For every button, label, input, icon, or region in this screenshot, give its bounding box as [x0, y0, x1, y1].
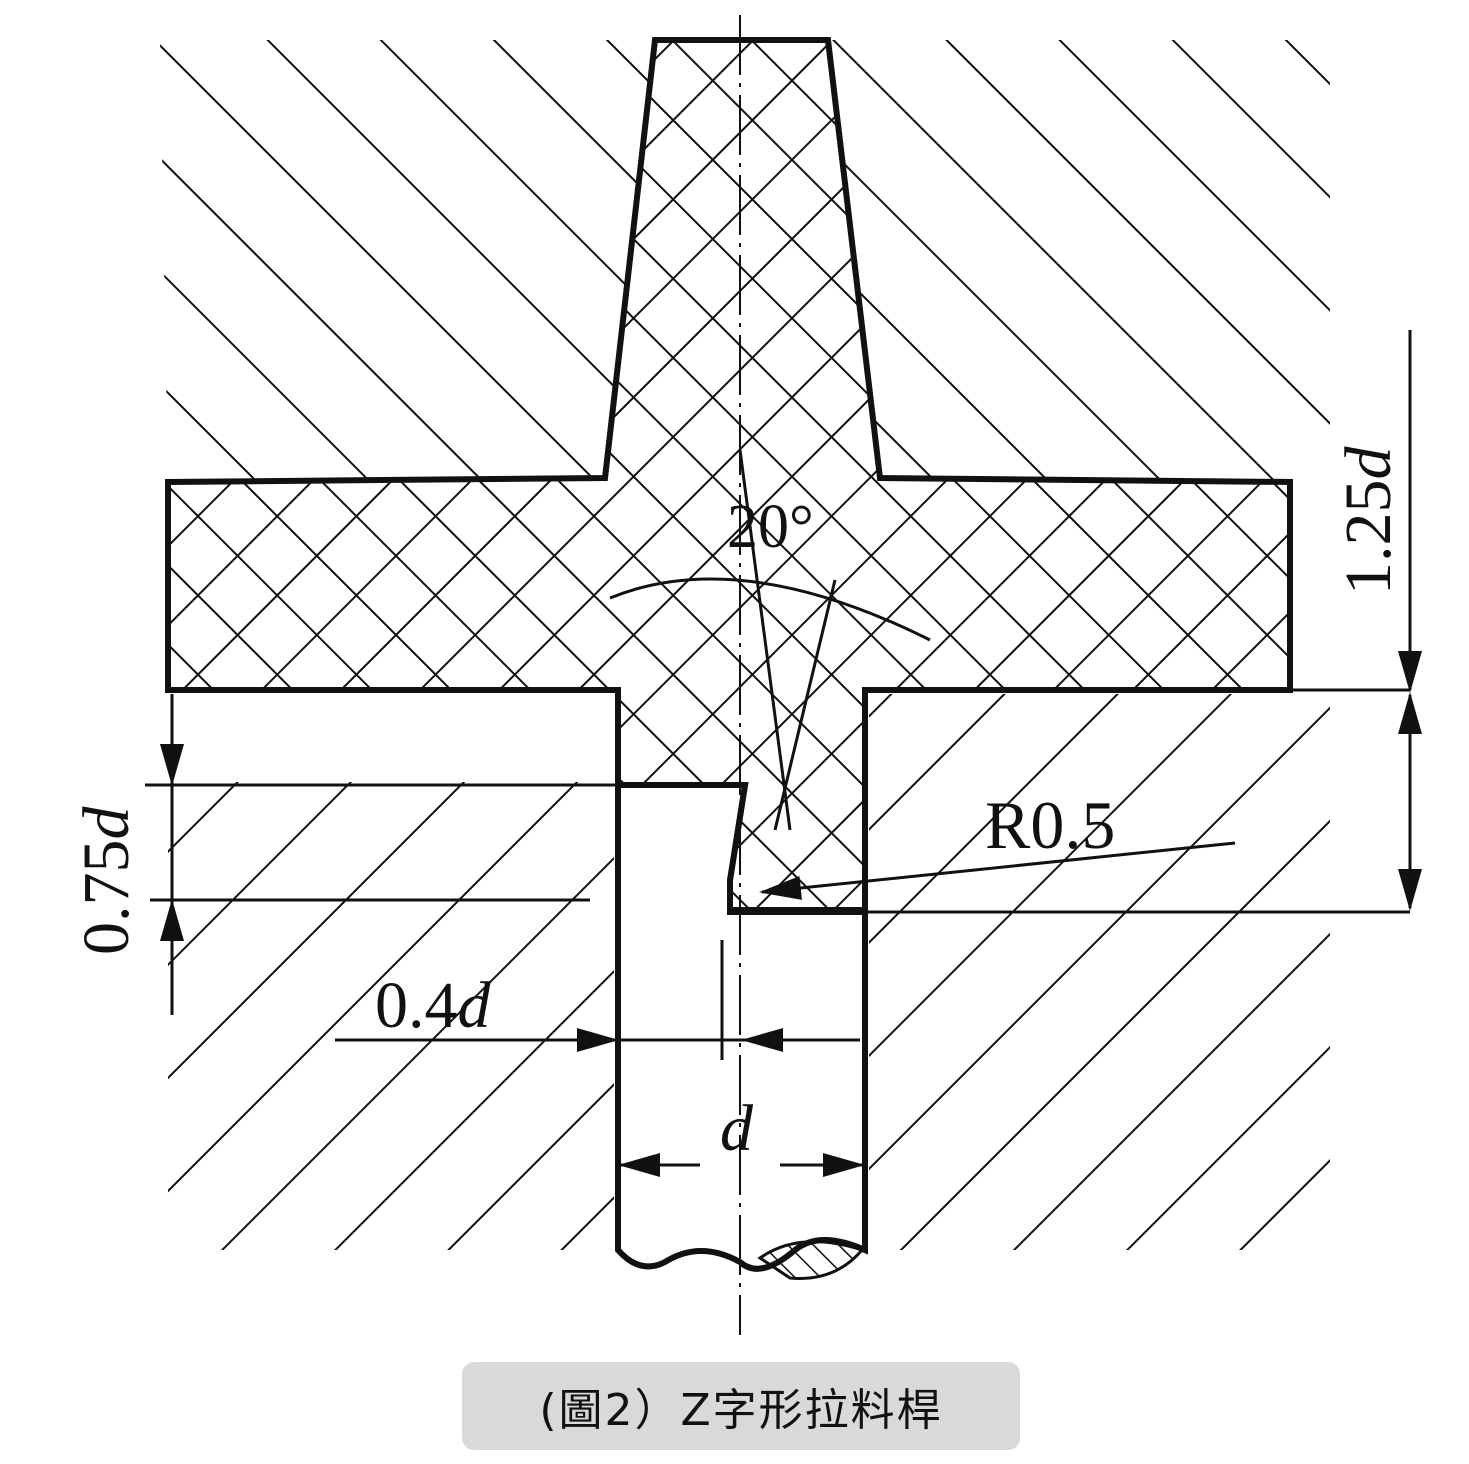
dim-d-label: d: [720, 1092, 754, 1165]
lower-mold-right: [869, 694, 1330, 1250]
angle-label: 20°: [727, 493, 814, 561]
dim-075d-label: 0.75d: [70, 806, 143, 956]
pin-section-hatch: [757, 1240, 865, 1280]
figure-caption: (圖2）Z字形拉料桿: [462, 1362, 1020, 1450]
ejector-pin: [615, 782, 868, 1272]
dim-04d-label: 0.4d: [375, 969, 492, 1042]
radius-label: R0.5: [985, 787, 1115, 863]
dim-125d-label: 1.25d: [1332, 446, 1405, 596]
lower-mold-left: [168, 694, 614, 1250]
angle-arc: [609, 577, 931, 642]
upper-mold-plate: [160, 40, 1330, 482]
radius-leader: [759, 841, 1236, 900]
